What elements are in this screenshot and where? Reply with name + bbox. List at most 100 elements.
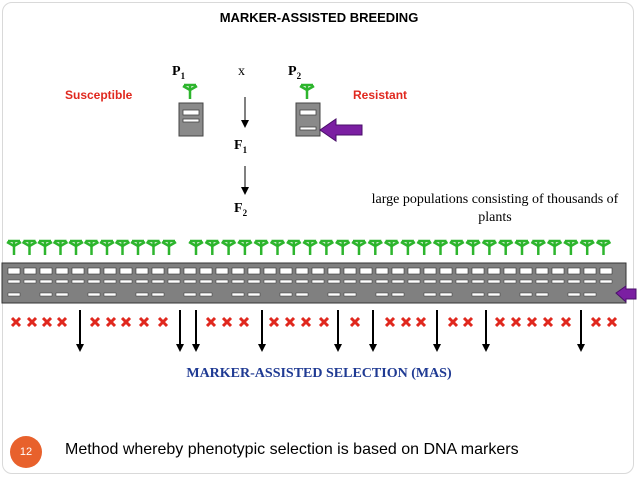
gel-band bbox=[23, 279, 37, 284]
gel-band bbox=[167, 267, 181, 275]
gel-band bbox=[583, 279, 597, 284]
reject-cross-icon bbox=[590, 316, 602, 328]
gel-band bbox=[375, 267, 389, 275]
gel-band bbox=[167, 279, 181, 284]
gel-band bbox=[567, 267, 581, 275]
gel-band bbox=[295, 279, 309, 284]
reject-cross-icon bbox=[318, 316, 330, 328]
select-arrow-head bbox=[192, 344, 200, 352]
gel-band bbox=[247, 267, 261, 275]
gel-band bbox=[119, 267, 133, 275]
f1-label: F1 bbox=[234, 138, 248, 155]
reject-cross-icon bbox=[41, 316, 53, 328]
p1-label: P1 bbox=[172, 64, 186, 81]
gel-band bbox=[103, 279, 117, 284]
gel-band bbox=[55, 267, 69, 275]
gel-band bbox=[151, 292, 165, 297]
gel-band bbox=[279, 292, 293, 297]
plant-icon bbox=[285, 239, 303, 257]
gel-band bbox=[327, 279, 341, 284]
reject-cross-icon bbox=[284, 316, 296, 328]
cross-symbol: x bbox=[238, 64, 245, 79]
reject-cross-icon bbox=[462, 316, 474, 328]
plant-icon bbox=[67, 239, 85, 257]
gel-band bbox=[247, 279, 261, 284]
gel-band bbox=[279, 267, 293, 275]
reject-cross-icon bbox=[560, 316, 572, 328]
gel-band bbox=[391, 267, 405, 275]
p2-plant-icon bbox=[298, 83, 316, 101]
gel-band bbox=[199, 267, 213, 275]
gel-band bbox=[295, 267, 309, 275]
plant-icon bbox=[301, 239, 319, 257]
reject-cross-icon bbox=[138, 316, 150, 328]
plant-icon bbox=[595, 239, 612, 257]
gel-band bbox=[359, 279, 373, 284]
reject-cross-icon bbox=[268, 316, 280, 328]
plant-icon bbox=[448, 239, 466, 257]
plant-icon bbox=[129, 239, 147, 257]
plant-icon bbox=[562, 239, 580, 257]
gel-band bbox=[215, 267, 229, 275]
reject-cross-icon bbox=[238, 316, 250, 328]
select-arrow-head bbox=[334, 344, 342, 352]
plant-icon bbox=[367, 239, 384, 257]
gel-band bbox=[279, 279, 293, 284]
reject-cross-icon bbox=[415, 316, 427, 328]
reject-cross-icon bbox=[10, 316, 22, 328]
mas-label: MARKER-ASSISTED SELECTION (MAS) bbox=[186, 366, 452, 381]
gel-band bbox=[519, 292, 533, 297]
reject-cross-icon bbox=[300, 316, 312, 328]
reject-cross-icon bbox=[221, 316, 233, 328]
plant-icon bbox=[187, 239, 205, 257]
gel-band bbox=[519, 279, 533, 284]
plant-icon bbox=[497, 239, 514, 257]
gel-band bbox=[599, 279, 613, 284]
plant-icon bbox=[334, 239, 351, 257]
gel-band bbox=[119, 279, 133, 284]
plant-icon bbox=[36, 239, 54, 257]
reject-cross-icon bbox=[349, 316, 361, 328]
gel-band bbox=[7, 267, 21, 275]
gel-band bbox=[103, 292, 117, 297]
slide-title: MARKER-ASSISTED BREEDING bbox=[219, 10, 419, 25]
gel-band bbox=[455, 279, 469, 284]
gel-band bbox=[439, 267, 453, 275]
footer-text: Method whereby phenotypic selection is b… bbox=[65, 441, 519, 458]
select-arrow-head bbox=[577, 344, 585, 352]
reject-cross-icon bbox=[384, 316, 396, 328]
population-purple-arrow-icon bbox=[615, 285, 637, 304]
select-arrow-head bbox=[258, 344, 266, 352]
population-gel bbox=[1, 262, 627, 304]
plant-icon bbox=[98, 239, 116, 257]
gel-band bbox=[503, 279, 517, 284]
plant-icon bbox=[236, 239, 254, 257]
select-arrow-head bbox=[433, 344, 441, 352]
gel-band bbox=[199, 279, 213, 284]
plant-icon bbox=[546, 239, 563, 257]
reject-cross-icon bbox=[89, 316, 101, 328]
gel-band bbox=[407, 267, 421, 275]
gel-band bbox=[583, 292, 597, 297]
gel-band bbox=[455, 267, 469, 275]
reject-cross-icon bbox=[120, 316, 132, 328]
gel-band bbox=[343, 267, 357, 275]
select-arrow-head bbox=[176, 344, 184, 352]
plant-icon bbox=[578, 239, 596, 257]
slide-number-badge: 12 bbox=[10, 436, 42, 468]
plant-icon bbox=[83, 239, 100, 257]
gel-band bbox=[87, 279, 101, 284]
gel-band bbox=[87, 292, 101, 297]
gel-band bbox=[599, 267, 613, 275]
plant-icon bbox=[160, 239, 178, 257]
gel-band bbox=[39, 292, 53, 297]
gel-band bbox=[7, 292, 21, 297]
plant-icon bbox=[204, 239, 221, 257]
reject-cross-icon bbox=[606, 316, 618, 328]
gel-band bbox=[71, 267, 85, 275]
gel-band bbox=[567, 279, 581, 284]
gel-band bbox=[551, 267, 565, 275]
plant-icon bbox=[318, 239, 335, 257]
gel-band bbox=[391, 292, 405, 297]
reject-cross-icon bbox=[447, 316, 459, 328]
